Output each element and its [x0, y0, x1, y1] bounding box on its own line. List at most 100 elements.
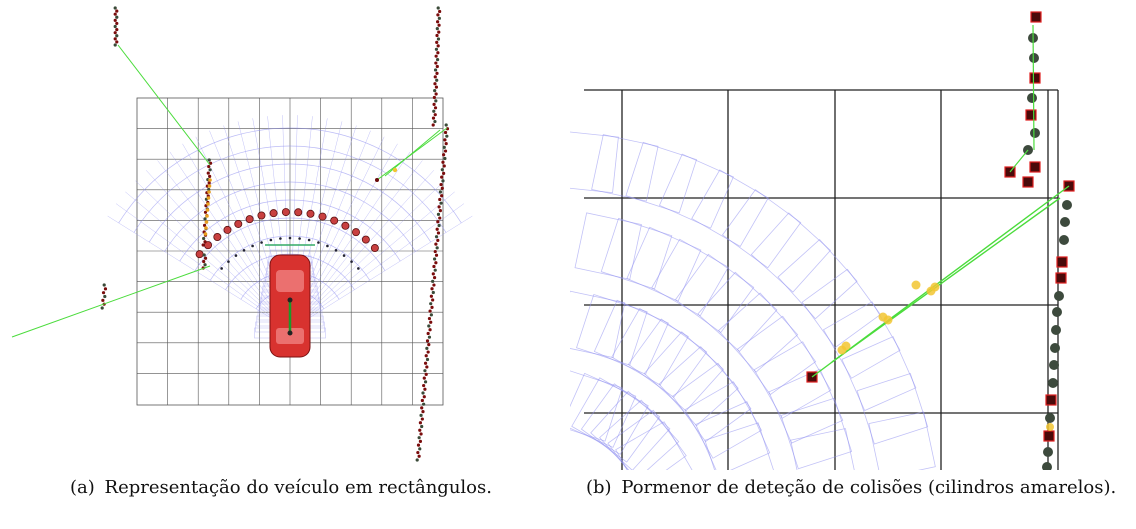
laser-point — [1045, 413, 1055, 423]
laser-point — [430, 287, 434, 291]
laser-point — [423, 380, 428, 384]
vehicle-rectangle — [626, 226, 702, 302]
vehicle-rectangle — [868, 411, 936, 479]
laser-point — [202, 223, 207, 227]
laser-point — [433, 268, 437, 272]
laser-point — [425, 339, 430, 343]
vehicle-rectangle — [571, 377, 649, 455]
sensor-circle — [370, 244, 379, 253]
laser-point — [444, 142, 448, 146]
vehicle-rectangle — [658, 153, 734, 229]
laser-point — [435, 71, 439, 75]
laser-point — [436, 238, 440, 242]
laser-points — [100, 6, 450, 462]
laser-point — [434, 92, 438, 96]
laser-point — [435, 227, 439, 231]
laser-point — [429, 320, 433, 324]
sensor-dot — [227, 260, 230, 263]
laser-point — [113, 6, 117, 10]
laser-point — [433, 82, 437, 86]
laser-point — [436, 220, 440, 224]
laser-point — [208, 174, 212, 178]
sensor-arc — [209, 235, 371, 281]
laser-point — [1043, 447, 1053, 457]
collision-cylinder — [883, 315, 893, 325]
laser-point — [436, 37, 441, 41]
laser-point — [432, 109, 436, 113]
vehicle-rectangle — [600, 217, 673, 290]
laser-point — [422, 376, 426, 380]
sensor-ray — [135, 180, 291, 331]
laser-point — [432, 283, 436, 287]
sensor-ray — [289, 170, 435, 331]
vehicle-rectangles-plot — [11, 6, 473, 462]
laser-point — [1051, 325, 1061, 335]
collision-cylinder — [930, 282, 940, 292]
sensor-circle — [281, 208, 290, 217]
laser-point — [103, 287, 108, 291]
laser-point — [101, 291, 106, 295]
sensor-dot — [334, 249, 338, 252]
sensor-dot — [251, 244, 254, 248]
sensor-circle — [234, 219, 243, 228]
laser-point — [428, 309, 432, 313]
sensor-circle — [257, 211, 266, 220]
laser-point — [422, 395, 426, 399]
laser-point — [436, 44, 440, 48]
laser-point — [421, 391, 425, 395]
laser-point — [1027, 93, 1037, 103]
laser-point — [419, 413, 423, 417]
sensor-dot — [288, 236, 292, 240]
laser-point — [1029, 161, 1041, 173]
sensor-ray — [107, 215, 291, 331]
laser-point — [426, 350, 430, 354]
laser-point-highlight — [207, 184, 212, 188]
laser-point — [434, 235, 439, 239]
laser-point — [419, 432, 423, 436]
laser-point — [417, 436, 421, 440]
laser-point — [433, 106, 438, 110]
collision-cylinders — [837, 280, 1054, 431]
laser-point — [435, 40, 439, 45]
vehicle-rectangle — [561, 372, 637, 448]
laser-point — [436, 6, 440, 10]
laser-point — [434, 253, 439, 257]
vehicle-rectangle — [674, 253, 755, 334]
sensor-circle — [195, 250, 204, 259]
sensor-dot — [307, 238, 311, 242]
laser-point — [434, 99, 438, 103]
laser-point — [431, 298, 435, 302]
laser-point — [440, 186, 444, 190]
laser-points — [806, 11, 1075, 472]
laser-point — [101, 298, 105, 302]
vehicle-rectangle — [822, 301, 901, 379]
laser-point — [1043, 430, 1055, 442]
laser-point — [203, 217, 207, 221]
caption-b-label: (b) — [586, 477, 612, 498]
laser-point — [418, 439, 423, 443]
sensor-dot — [298, 237, 301, 240]
laser-point — [202, 253, 206, 257]
sensor-ray — [145, 170, 291, 331]
laser-point — [1048, 378, 1058, 388]
laser-point — [441, 179, 445, 183]
laser-point — [433, 75, 437, 79]
laser-point — [429, 313, 433, 317]
sensor-arc — [194, 217, 386, 271]
laser-point — [423, 361, 428, 365]
laser-point — [435, 64, 439, 69]
laser-point — [1045, 394, 1057, 406]
laser-point — [102, 283, 106, 287]
laser-point — [424, 354, 428, 358]
laser-point — [425, 357, 430, 362]
laser-point — [443, 130, 448, 135]
laser-point — [438, 209, 442, 213]
laser-point — [418, 421, 423, 425]
laser-point — [440, 175, 444, 179]
laser-point — [432, 102, 436, 106]
sensor-ray — [289, 203, 465, 331]
vehicle-rectangle — [697, 271, 778, 353]
laser-point — [437, 205, 441, 209]
laser-point — [442, 153, 446, 157]
sensor-arc — [225, 253, 355, 290]
